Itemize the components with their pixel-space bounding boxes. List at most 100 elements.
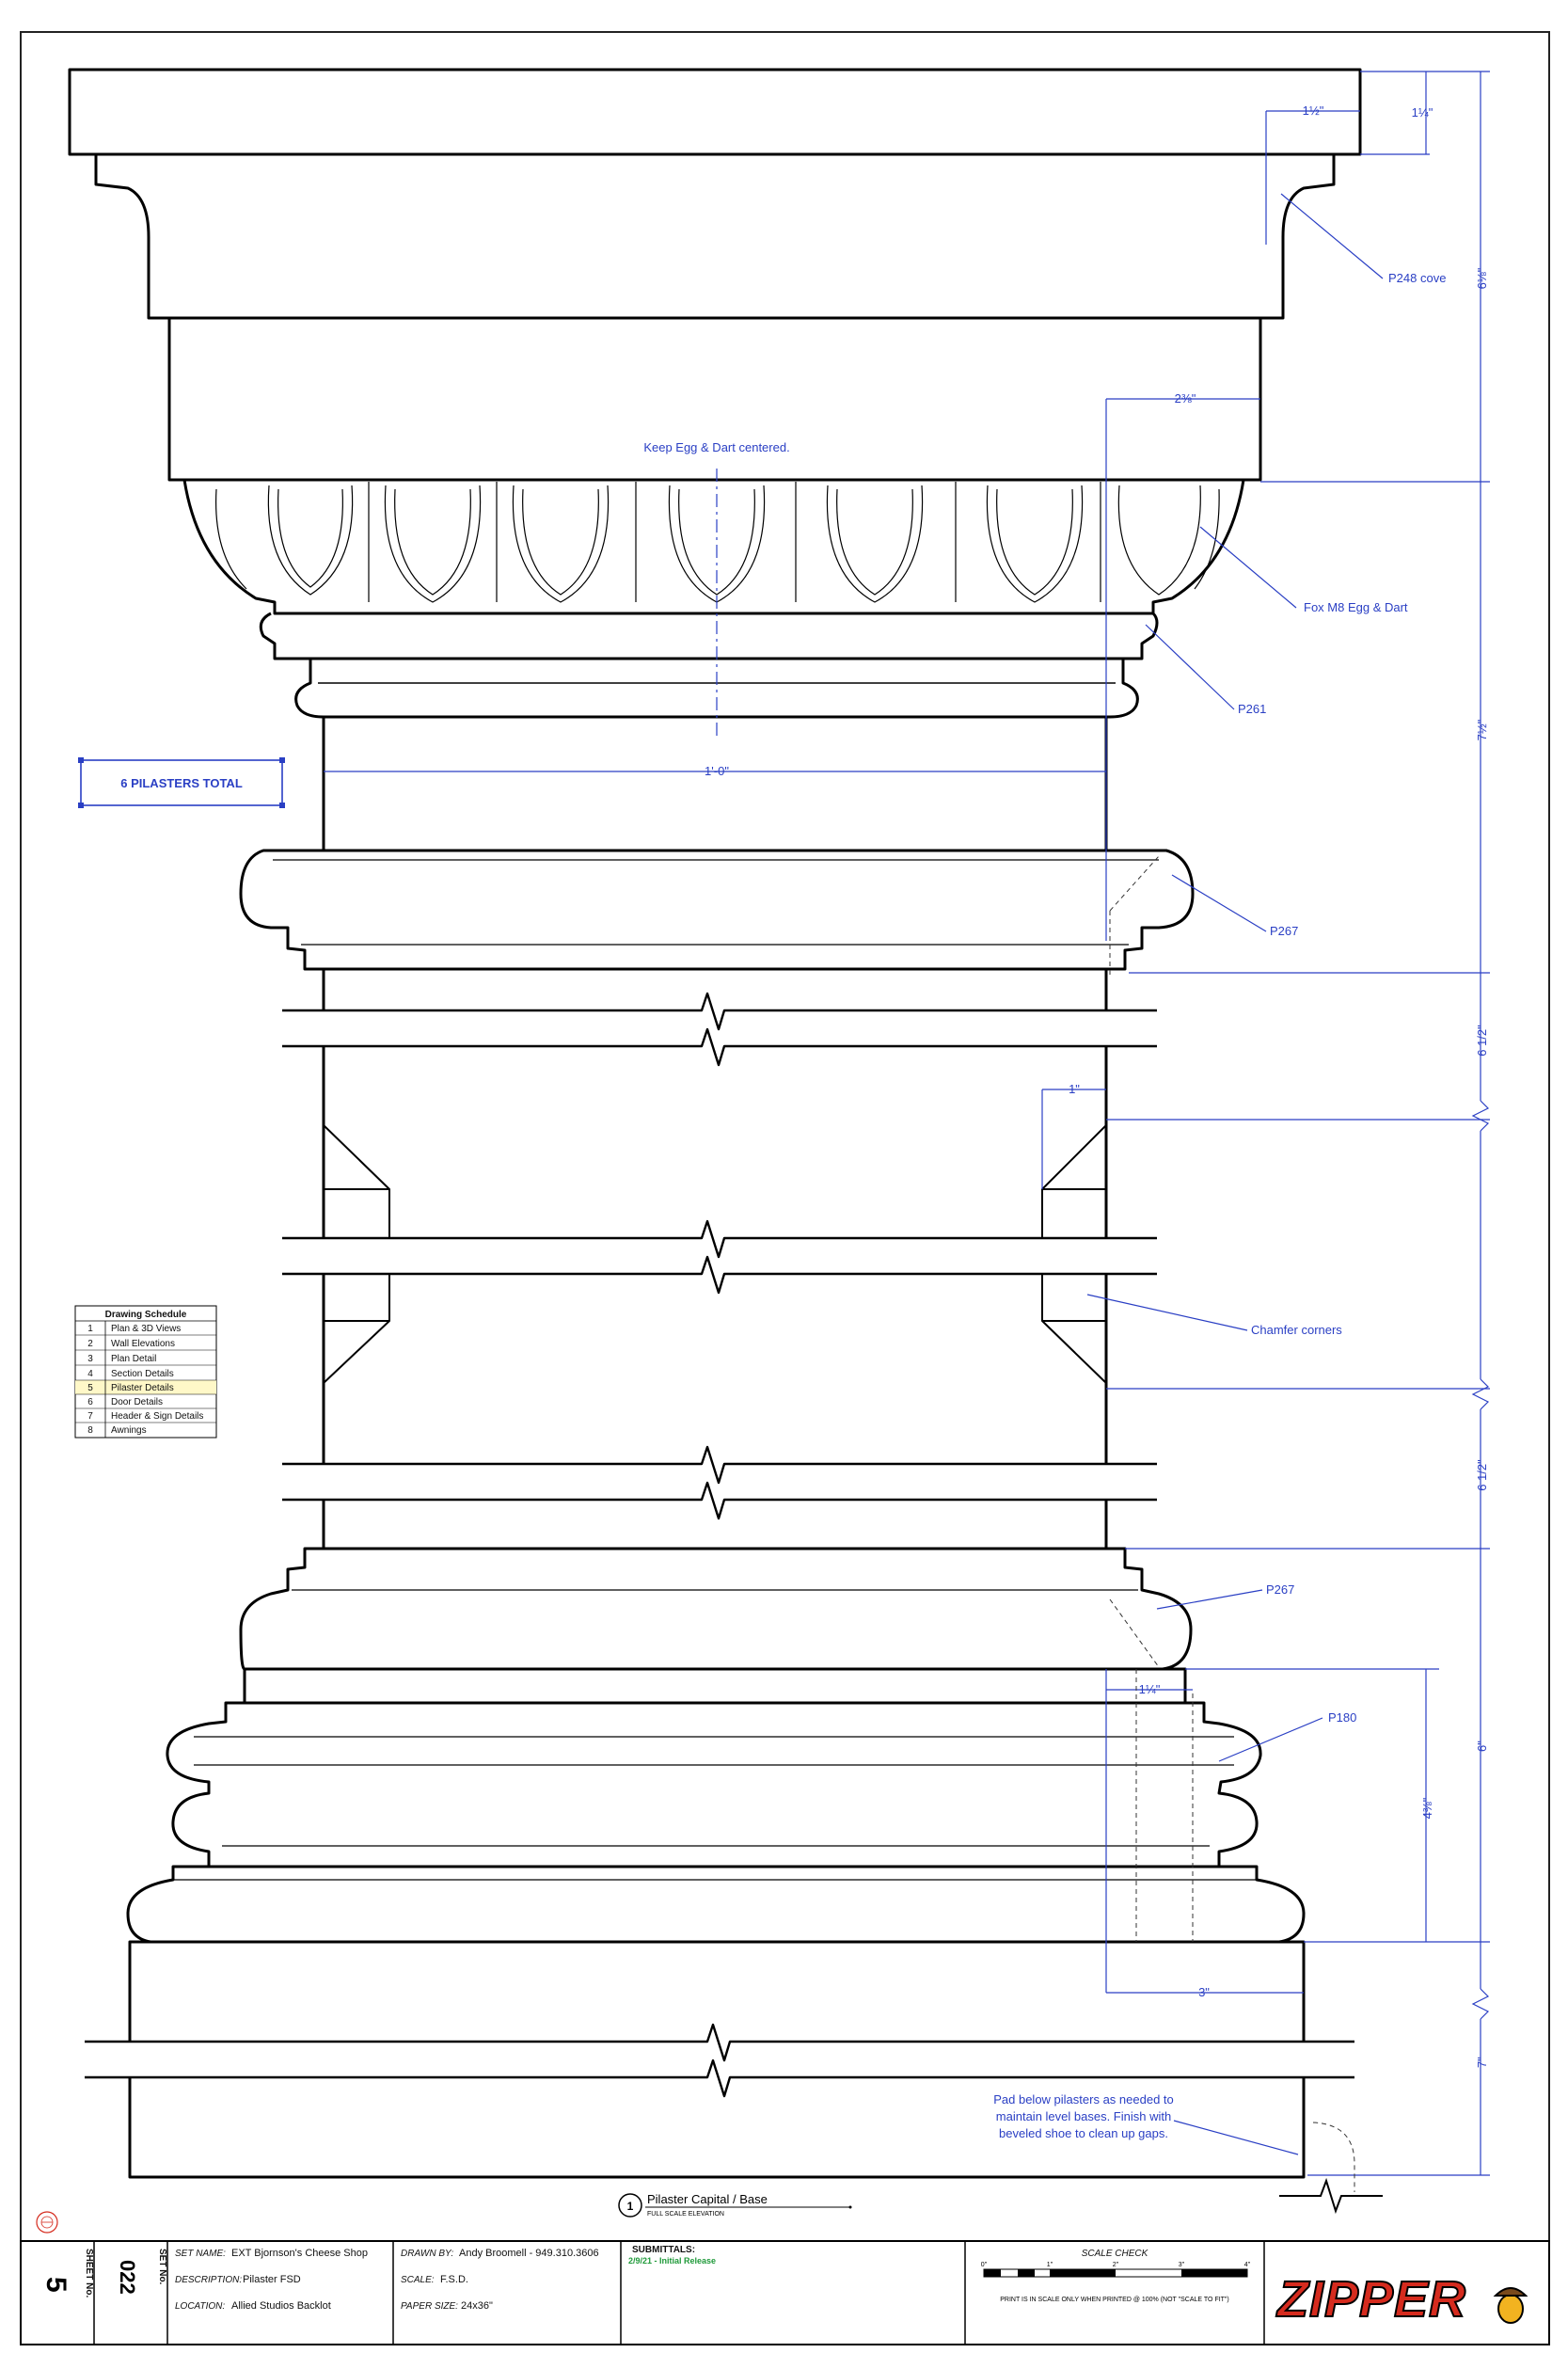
- abacus-top: [68, 68, 1362, 156]
- drawn-by-label: DRAWN BY:: [401, 2249, 453, 2259]
- pedestal-block: [128, 1940, 1306, 2179]
- zipper-logo: ZIPPER: [1275, 2270, 1528, 2329]
- callout-p248: P248 cove: [1388, 271, 1446, 285]
- dim-1-0: 1'-0": [705, 764, 729, 778]
- sheet-border: [20, 31, 1550, 2345]
- dim-1-25-bot: 1¼": [1139, 1682, 1161, 1696]
- submittal-text: - Initial Release: [652, 2256, 716, 2266]
- note-pad-1: Pad below pilasters as needed to: [993, 2092, 1174, 2107]
- frieze-block: [167, 316, 1262, 482]
- schedule-label: Pilaster Details: [111, 1383, 174, 1393]
- scale-tick: 2": [1113, 2262, 1119, 2268]
- cove-molding: [94, 154, 1336, 320]
- schedule-label: Door Details: [111, 1397, 163, 1407]
- plinth-step-1: [243, 1667, 1187, 1705]
- schedule-label: Wall Elevations: [111, 1339, 175, 1349]
- dim-2-375: 2⅜": [1175, 391, 1196, 405]
- dim-7: 7": [1475, 2057, 1489, 2068]
- scale-tick: 0": [981, 2262, 988, 2268]
- scale-tick: 1": [1047, 2262, 1053, 2268]
- schedule-num: 7: [87, 1411, 93, 1422]
- sheet-no-label: SHEET No.: [84, 2249, 94, 2297]
- box-handles: [78, 757, 285, 808]
- schedule-label: Plan & 3D Views: [111, 1324, 181, 1334]
- dim-1-25-top: 1¼": [1412, 105, 1433, 119]
- callout-chamfer: Chamfer corners: [1251, 1323, 1342, 1337]
- schedule-label: Header & Sign Details: [111, 1411, 203, 1422]
- break-lines: [85, 992, 1354, 2098]
- view-title: 1 Pilaster Capital / Base FULL SCALE ELE…: [618, 2192, 852, 2218]
- title-block: SHEET No. 5 SET No. 022 SET NAME: EXT Bj…: [20, 2240, 1550, 2345]
- description-value: Pilaster FSD: [243, 2274, 301, 2285]
- pilaster-elevation: [68, 68, 1362, 2179]
- note-pad-2: maintain level bases. Finish with: [996, 2109, 1171, 2123]
- lower-torus: [126, 1865, 1306, 1944]
- set-name-value: EXT Bjornson's Cheese Shop: [231, 2248, 368, 2259]
- schedule-num: 6: [87, 1397, 93, 1407]
- scale-tick: 4": [1244, 2262, 1251, 2268]
- schedule-label: Awnings: [111, 1425, 147, 1436]
- scale-note: PRINT IS IN SCALE ONLY WHEN PRINTED @ 10…: [1000, 2297, 1229, 2303]
- note-pad-3: beveled shoe to clean up gaps.: [999, 2126, 1168, 2140]
- egg-and-dart-ornament: [215, 482, 1220, 603]
- schedule-title: Drawing Schedule: [105, 1310, 187, 1320]
- dim-6: 6": [1475, 1741, 1489, 1752]
- location-label: LOCATION:: [175, 2301, 225, 2312]
- callout-p180: P180: [1328, 1710, 1356, 1725]
- scale-check-label: SCALE CHECK: [1082, 2249, 1149, 2259]
- view-subtitle: FULL SCALE ELEVATION: [647, 2211, 724, 2218]
- dim-4-375: 4⅜": [1420, 1797, 1434, 1819]
- dim-1-5: 1½": [1303, 103, 1324, 118]
- schedule-num: 5: [87, 1383, 93, 1393]
- scale-tick: 3": [1179, 2262, 1185, 2268]
- submittals-label: SUBMITTALS:: [632, 2245, 695, 2255]
- base-ring-molding: [239, 1547, 1193, 1671]
- scale-value: F.S.D.: [440, 2274, 468, 2285]
- set-no-label: SET No.: [157, 2249, 167, 2285]
- dim-1: 1": [1069, 1082, 1080, 1096]
- chamfer-details: [323, 1124, 1107, 1384]
- sheet-no-value: 5: [40, 2277, 71, 2293]
- callout-p267-top: P267: [1270, 924, 1298, 938]
- schedule-highlight: [75, 1380, 216, 1394]
- circular-stamp-icon: [36, 2211, 58, 2234]
- submittal-entry: 2/9/21 - Initial Release: [628, 2256, 716, 2266]
- paper-size-value: 24x36": [461, 2300, 493, 2312]
- dim-6-5-a: 6 1/2": [1475, 1025, 1489, 1057]
- set-no-value: 022: [116, 2260, 139, 2295]
- paper-size-label: PAPER SIZE:: [401, 2301, 458, 2312]
- note-keep-centered: Keep Egg & Dart centered.: [643, 440, 789, 454]
- schedule-label: Plan Detail: [111, 1354, 156, 1364]
- description-label: DESCRIPTION:: [175, 2275, 242, 2285]
- dim-6-125: 6⅛": [1475, 267, 1489, 289]
- location-value: Allied Studios Backlot: [231, 2300, 331, 2312]
- callout-p267-bottom: P267: [1266, 1582, 1294, 1597]
- view-title-text: Pilaster Capital / Base: [647, 2192, 768, 2206]
- schedule-label: Section Details: [111, 1369, 174, 1379]
- view-number: 1: [627, 2200, 634, 2213]
- schedule-num: 2: [87, 1339, 93, 1349]
- schedule-num: 4: [87, 1369, 93, 1379]
- submittal-date: 2/9/21: [628, 2256, 652, 2266]
- scale-bar: [983, 2268, 1248, 2278]
- schedule-num: 1: [87, 1324, 93, 1334]
- acorn-icon: [1493, 2287, 1528, 2324]
- base-torus-p180: [166, 1701, 1262, 1868]
- scale-label: SCALE:: [401, 2275, 435, 2285]
- callout-egg-dart: Fox M8 Egg & Dart: [1304, 600, 1408, 614]
- dim-6-5-b: 6 1/2": [1475, 1459, 1489, 1491]
- schedule-num: 3: [87, 1354, 93, 1364]
- note-pilasters-total: 6 PILASTERS TOTAL: [120, 776, 243, 790]
- schedule-num: 8: [87, 1425, 93, 1436]
- dim-7-5: 7½": [1475, 719, 1489, 740]
- logo-text: ZIPPER: [1275, 2271, 1466, 2328]
- callout-p261: P261: [1238, 702, 1266, 716]
- set-name-label: SET NAME:: [175, 2249, 226, 2259]
- dim-3: 3": [1198, 1985, 1210, 1999]
- drawn-by-value: Andy Broomell - 949.310.3606: [459, 2248, 599, 2259]
- astragal-molding: [259, 612, 1159, 660]
- drawing-schedule: Drawing Schedule 1 Plan & 3D Views 2 Wal…: [74, 1305, 217, 1439]
- schedule-rows: 1 Plan & 3D Views 2 Wall Elevations 3 Pl…: [87, 1324, 203, 1436]
- mid-ring-molding: [239, 849, 1195, 971]
